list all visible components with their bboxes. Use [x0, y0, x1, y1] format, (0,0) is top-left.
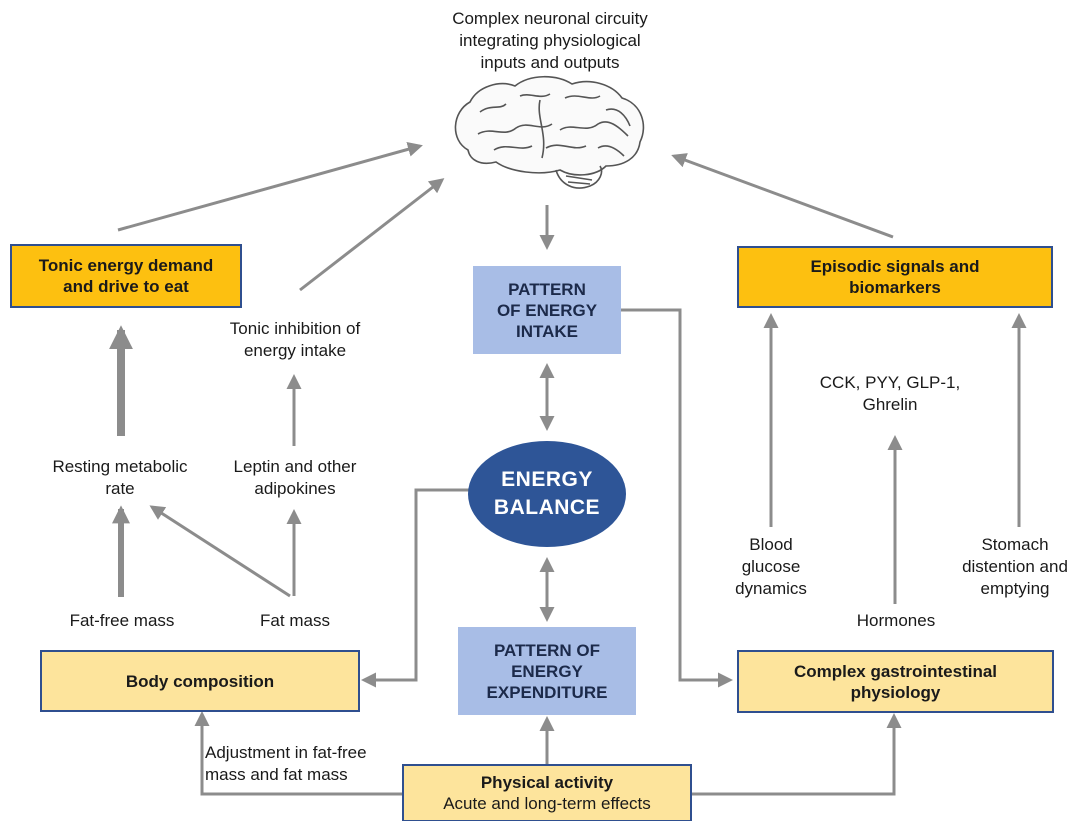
label-line: Stomach: [981, 535, 1049, 554]
pattern-of-energy-expenditure-box: PATTERN OF ENERGY EXPENDITURE: [458, 627, 636, 715]
box-title: Physical activity: [480, 773, 614, 792]
hormones-label: Hormones: [856, 611, 936, 630]
box-line: physiology: [850, 682, 941, 702]
brain-caption-line: inputs and outputs: [480, 53, 620, 72]
fat-mass-label: Fat mass: [260, 611, 330, 630]
label-line: emptying: [980, 579, 1050, 598]
label-line: Ghrelin: [862, 395, 918, 414]
label-line: Leptin and other: [233, 457, 357, 476]
body-composition-box: Body composition: [40, 650, 360, 712]
label-line: Adjustment in fat-free: [205, 743, 367, 762]
fat-free-mass-label: Fat-free mass: [69, 611, 175, 630]
brain-icon: [454, 75, 645, 189]
brain-caption-line: integrating physiological: [459, 31, 641, 50]
box-subtitle: Acute and long-term effects: [443, 794, 651, 813]
energy-balance-ellipse: ENERGY BALANCE: [468, 441, 626, 547]
stomach-label: Stomach distention and emptying: [952, 534, 1078, 600]
episodic-signals-box: Episodic signals and biomarkers: [737, 246, 1053, 308]
pattern-of-energy-intake-box: PATTERN OF ENERGY INTAKE: [473, 266, 621, 354]
complex-gastrointestinal-box: Complex gastrointestinal physiology: [737, 650, 1054, 713]
adjustment-label: Adjustment in fat-free mass and fat mass: [205, 742, 405, 786]
box-line: biomarkers: [849, 278, 941, 297]
box-line: Episodic signals and: [810, 257, 980, 276]
label-line: dynamics: [735, 579, 807, 598]
box-line: PATTERN OF: [493, 640, 601, 660]
label-line: distention and: [962, 557, 1068, 576]
box-line: Tonic energy demand: [38, 256, 214, 275]
label-line: Resting metabolic: [52, 457, 188, 476]
box-line: INTAKE: [515, 321, 578, 341]
box-line: Body composition: [125, 671, 275, 691]
hormone-list-label: CCK, PYY, GLP-1, Ghrelin: [795, 372, 985, 416]
brain-caption: Complex neuronal circuity integrating ph…: [400, 8, 700, 74]
label-line: CCK, PYY, GLP-1,: [819, 373, 961, 392]
ellipse-line: BALANCE: [493, 496, 601, 519]
brain-caption-line: Complex neuronal circuity: [452, 9, 648, 28]
leptin-label: Leptin and other adipokines: [200, 456, 390, 500]
label-line: energy intake: [243, 341, 347, 360]
physical-activity-box: Physical activity Acute and long-term ef…: [402, 764, 692, 821]
blood-glucose-label: Blood glucose dynamics: [720, 534, 822, 600]
label-line: mass and fat mass: [205, 765, 348, 784]
label-line: rate: [105, 479, 135, 498]
label-line: adipokines: [254, 479, 336, 498]
box-line: and drive to eat: [63, 277, 189, 296]
box-line: ENERGY: [511, 661, 583, 681]
label-line: Blood: [749, 535, 793, 554]
box-line: EXPENDITURE: [486, 682, 608, 702]
box-line: OF ENERGY: [496, 300, 598, 320]
resting-metabolic-rate-label: Resting metabolic rate: [20, 456, 220, 500]
ellipse-line: ENERGY: [501, 468, 593, 491]
box-line: PATTERN: [508, 279, 586, 299]
box-line: Complex gastrointestinal: [793, 661, 998, 681]
label-line: Tonic inhibition of: [229, 319, 361, 338]
label-line: glucose: [741, 557, 801, 576]
tonic-inhibition-label: Tonic inhibition of energy intake: [195, 318, 395, 362]
tonic-energy-demand-box: Tonic energy demand and drive to eat: [10, 244, 242, 308]
